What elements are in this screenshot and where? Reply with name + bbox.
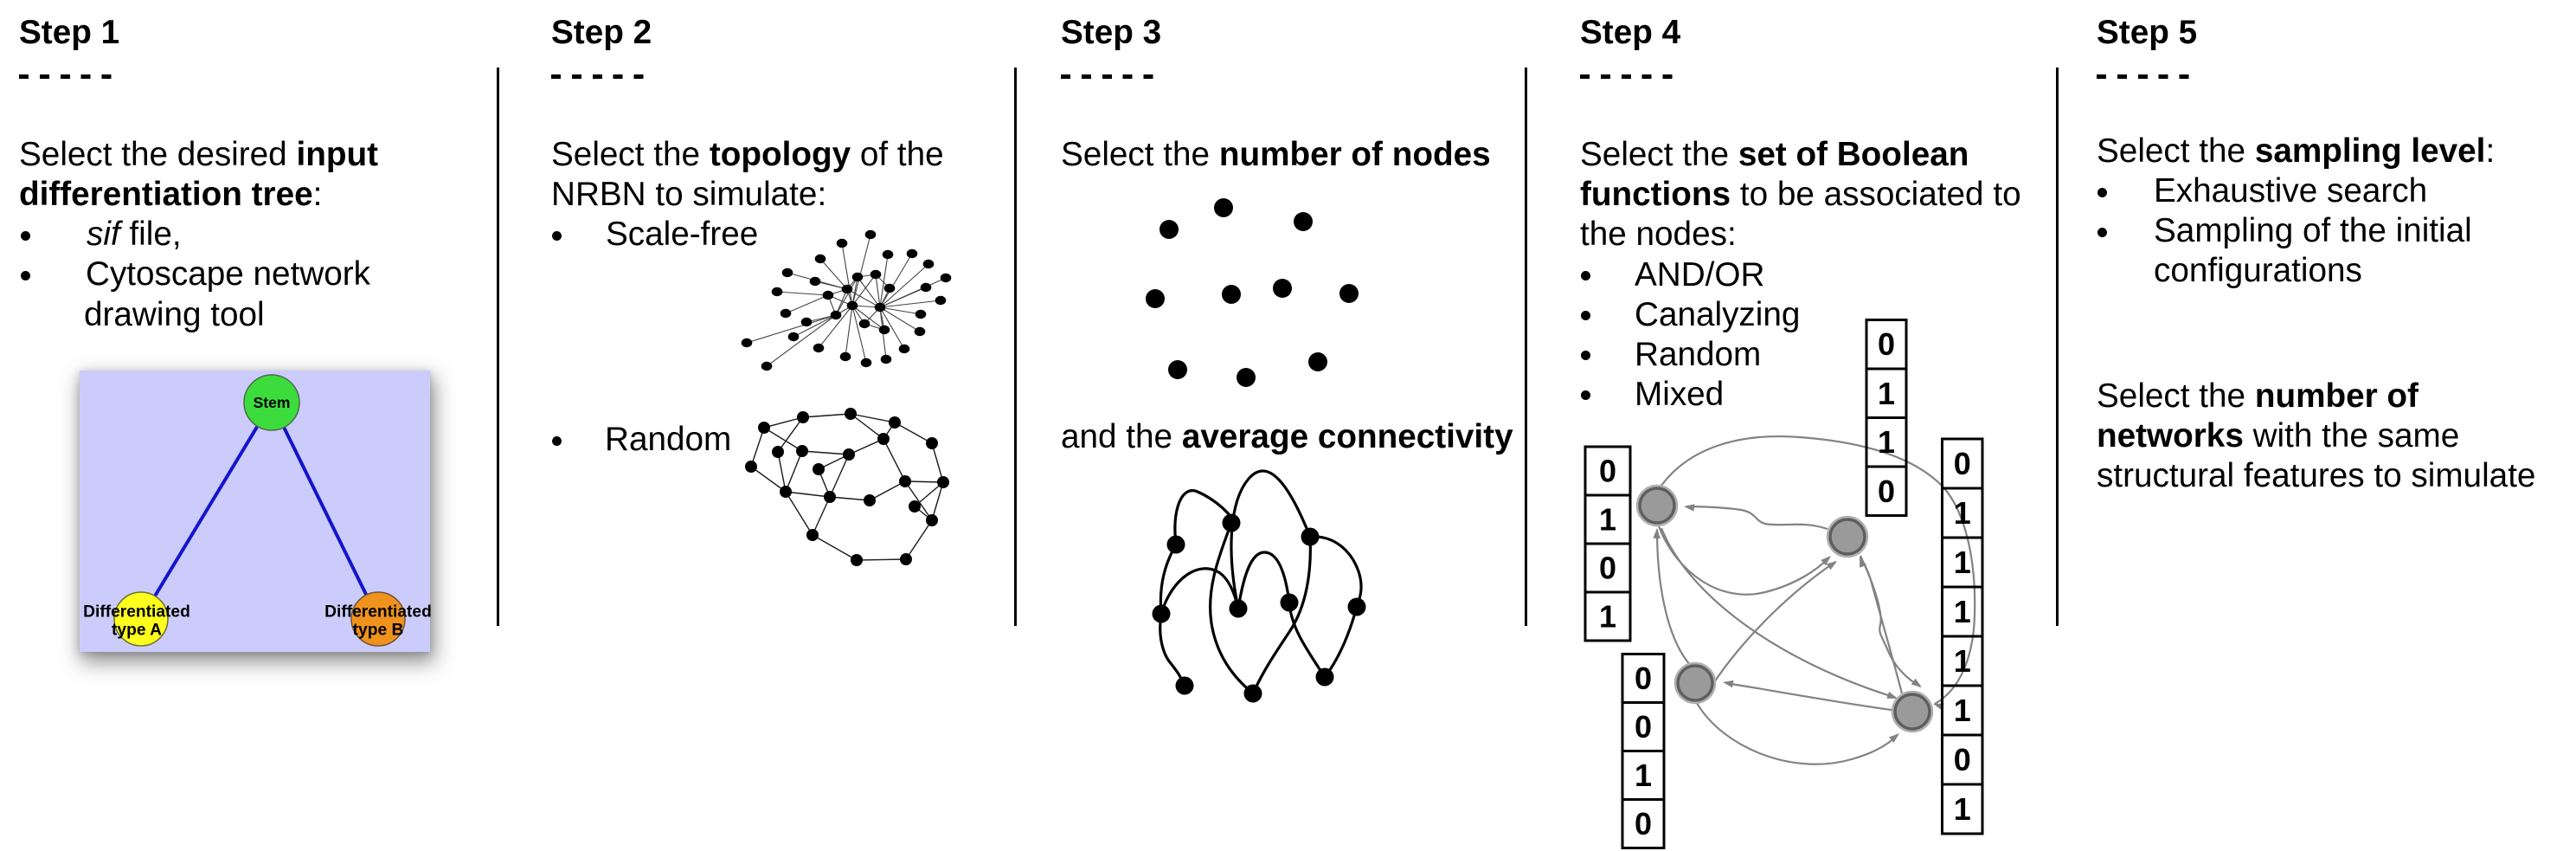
svg-text:Differentiated: Differentiated: [83, 603, 190, 622]
svg-text:0: 0: [1599, 454, 1616, 489]
svg-text:1: 1: [1599, 599, 1616, 635]
svg-text:1: 1: [1954, 545, 1971, 580]
svg-text:0: 0: [1635, 806, 1652, 841]
svg-text:1: 1: [1954, 693, 1971, 728]
svg-text:0: 0: [1635, 661, 1652, 696]
svg-text:type B: type B: [353, 622, 404, 640]
svg-text:Stem: Stem: [254, 394, 291, 411]
svg-text:0: 0: [1878, 326, 1895, 362]
svg-text:type A: type A: [112, 622, 162, 640]
svg-text:0: 0: [1878, 474, 1895, 509]
svg-text:1: 1: [1954, 594, 1971, 629]
svg-text:1: 1: [1954, 791, 1971, 827]
svg-text:0: 0: [1599, 551, 1616, 586]
svg-text:0: 0: [1635, 709, 1652, 745]
svg-text:Differentiated: Differentiated: [324, 603, 432, 622]
svg-text:0: 0: [1954, 446, 1971, 481]
svg-text:1: 1: [1954, 643, 1971, 679]
svg-text:1: 1: [1954, 495, 1971, 531]
svg-text:1: 1: [1878, 376, 1895, 411]
svg-text:1: 1: [1635, 758, 1652, 793]
svg-text:0: 0: [1954, 742, 1971, 777]
svg-text:1: 1: [1878, 424, 1895, 460]
svg-text:1: 1: [1599, 502, 1616, 538]
